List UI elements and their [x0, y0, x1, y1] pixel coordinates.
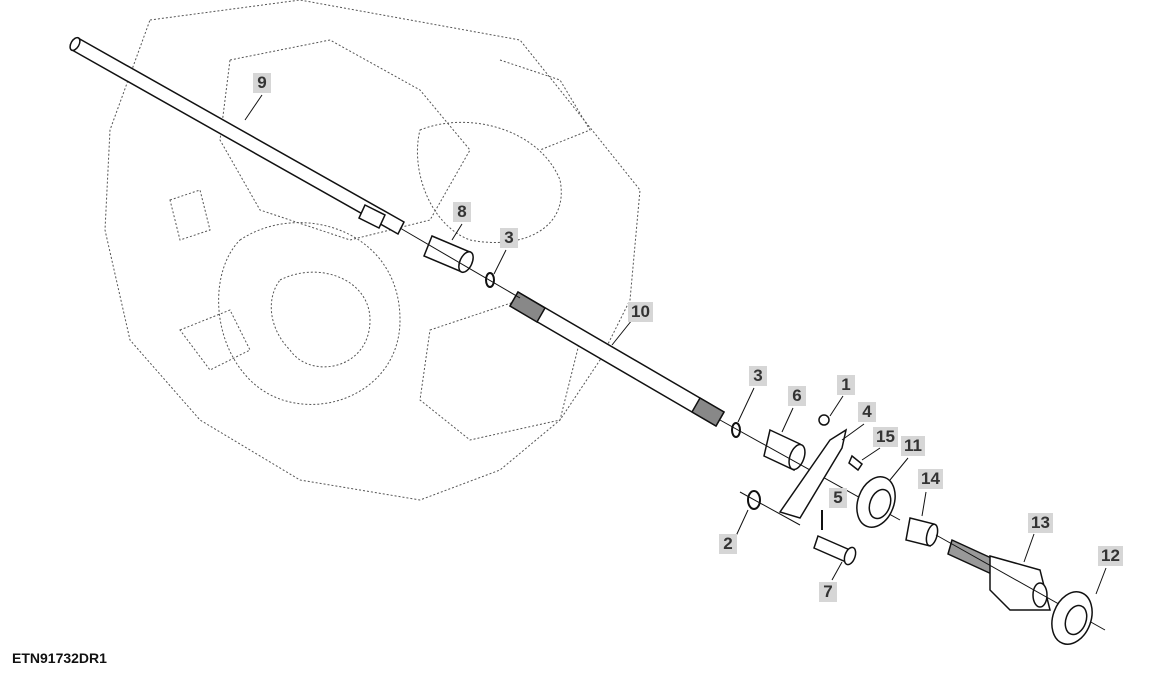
callout-5: 5 [829, 488, 847, 508]
pin-7 [813, 534, 857, 566]
callout-2: 2 [719, 534, 737, 554]
pinion-gear-13 [947, 538, 1051, 611]
callout-3: 3 [500, 228, 518, 248]
callout-1: 1 [837, 375, 855, 395]
callout-10: 10 [628, 302, 653, 322]
coupler-8 [423, 235, 474, 274]
callout-12: 12 [1098, 546, 1123, 566]
snap-ring-3a [485, 272, 495, 288]
bearing-11 [856, 476, 896, 528]
screw-15 [848, 454, 864, 472]
leader-lines [244, 94, 1107, 595]
shaft-10 [508, 290, 726, 428]
bearing-12 [1051, 591, 1093, 645]
shaft-9 [69, 36, 405, 236]
callout-11: 11 [901, 436, 925, 456]
callout-8: 8 [453, 202, 471, 222]
callout-3: 3 [749, 366, 767, 386]
callout-7: 7 [819, 582, 837, 602]
nut-1 [818, 414, 830, 426]
spacer-14 [905, 517, 939, 547]
callout-9: 9 [253, 73, 271, 93]
callout-6: 6 [788, 386, 806, 406]
snap-ring-3b [731, 422, 741, 438]
callout-13: 13 [1028, 513, 1053, 533]
figure-id: ETN91732DR1 [12, 650, 107, 666]
callout-14: 14 [918, 469, 943, 489]
transmission-housing-outline [104, 0, 641, 501]
callout-4: 4 [858, 402, 876, 422]
callout-15: 15 [873, 427, 898, 447]
